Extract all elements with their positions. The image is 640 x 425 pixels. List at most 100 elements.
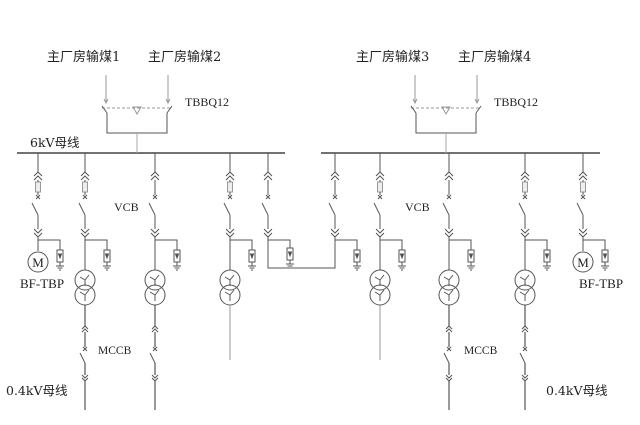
wye-icon xyxy=(224,289,235,301)
tbbq-transfer-2 xyxy=(410,75,482,153)
mccb-blade xyxy=(443,352,450,364)
switch-blade xyxy=(475,105,482,114)
wye-icon xyxy=(149,274,160,286)
wye-icon xyxy=(443,274,454,286)
arrester-arrow xyxy=(399,253,405,260)
tbbq-label-right: TBBQ12 xyxy=(494,95,539,109)
triangle-icon xyxy=(441,106,451,116)
contact-x-icon xyxy=(227,194,233,200)
withdrawable-contact-icon xyxy=(33,171,43,181)
feeder-1-2-transformer-mccb xyxy=(74,153,111,410)
feeder-1-4-transformer xyxy=(219,153,256,360)
fuse-icon xyxy=(227,181,233,193)
contact-x-icon xyxy=(446,194,452,200)
arrester-branch xyxy=(38,239,61,250)
contact-x-icon xyxy=(522,346,528,352)
withdrawable-contact-icon xyxy=(33,228,43,238)
wye-icon xyxy=(79,289,90,301)
feeder-1-5-tie xyxy=(261,153,273,240)
breaker-blade xyxy=(31,202,39,216)
withdrawable-contact-icon xyxy=(375,171,385,181)
arrester-arrow xyxy=(354,253,360,260)
wye-icon xyxy=(519,289,530,301)
withdrawable-contact-icon xyxy=(330,228,340,238)
arrester-arrow xyxy=(544,253,550,260)
feeder-2-5-motor: M xyxy=(572,153,609,273)
triangle-icon xyxy=(132,106,142,116)
withdrawable-contact-icon xyxy=(263,228,273,238)
withdrawable-contact-icon xyxy=(444,228,454,238)
lv-contact-icon xyxy=(81,325,89,333)
tbbq-label-left: TBBQ12 xyxy=(185,95,230,109)
breaker-blade xyxy=(148,202,156,216)
contact-x-icon xyxy=(82,194,88,200)
mccb-blade xyxy=(519,352,526,364)
arrester-arrow xyxy=(602,253,608,260)
feeder-1-1-motor: M xyxy=(27,153,64,273)
vcb-label-left: VCB xyxy=(114,200,139,214)
wye-icon xyxy=(224,274,235,286)
lv-contact-icon xyxy=(151,325,159,333)
withdrawable-contact-icon xyxy=(578,171,588,181)
withdrawable-contact-icon xyxy=(225,171,235,181)
contact-x-icon xyxy=(265,194,271,200)
switch-blade xyxy=(410,105,417,114)
mccb-blade xyxy=(149,352,156,364)
withdrawable-contact-icon xyxy=(150,228,160,238)
contact-x-icon xyxy=(522,194,528,200)
motor-label-right: BF-TBP xyxy=(579,276,624,291)
fuse-icon xyxy=(82,181,88,193)
arrester-branch xyxy=(525,239,548,250)
switch-blade xyxy=(101,105,108,114)
arrester-arrow xyxy=(287,251,293,258)
wye-icon xyxy=(519,274,530,286)
bus-04kv-label-left: 0.4kV母线 xyxy=(6,383,68,398)
lv-contact-icon xyxy=(151,374,159,382)
source-label-4: 主厂房输煤4 xyxy=(458,50,532,65)
breaker-blade xyxy=(261,202,269,216)
transformer-winding-icon xyxy=(74,269,96,291)
mccb-blade xyxy=(79,352,86,364)
fuse-icon xyxy=(580,181,586,193)
transformer-winding-icon xyxy=(369,269,391,291)
wye-icon xyxy=(149,289,160,301)
wye-icon xyxy=(79,274,90,286)
contact-x-icon xyxy=(152,194,158,200)
feeder-2-4-transformer-mccb xyxy=(514,153,551,410)
transfer-bracket xyxy=(106,113,168,134)
transformer-winding-icon xyxy=(144,269,166,291)
withdrawable-contact-icon xyxy=(263,171,273,181)
feeder-2-3-transformer-mccb xyxy=(438,153,475,410)
transformer-winding-icon xyxy=(514,269,536,291)
bus-tie-line xyxy=(267,240,336,269)
contact-x-icon xyxy=(377,194,383,200)
wye-icon xyxy=(374,274,385,286)
breaker-blade xyxy=(576,202,584,216)
fuse-icon xyxy=(522,181,528,193)
breaker-blade xyxy=(518,202,526,216)
lv-contact-icon xyxy=(521,374,529,382)
arrester-branch xyxy=(155,239,178,250)
motor-icon xyxy=(27,251,49,273)
wye-icon xyxy=(374,289,385,301)
source-label-2: 主厂房输煤2 xyxy=(148,50,222,65)
contact-x-icon xyxy=(580,194,586,200)
wye-icon xyxy=(443,289,454,301)
withdrawable-contact-icon xyxy=(520,228,530,238)
withdrawable-contact-icon xyxy=(80,171,90,181)
contact-x-icon xyxy=(152,346,158,352)
arrester-branch xyxy=(583,239,606,250)
arrow-down-icon xyxy=(103,98,109,105)
lv-contact-icon xyxy=(81,374,89,382)
fuse-icon xyxy=(35,181,41,193)
contact-x-icon xyxy=(82,346,88,352)
transformer-winding-icon xyxy=(219,269,241,291)
withdrawable-contact-icon xyxy=(225,228,235,238)
withdrawable-contact-icon xyxy=(330,171,340,181)
bus-tie xyxy=(267,239,361,271)
motor-label-left: BF-TBP xyxy=(20,276,65,291)
source-label-1: 主厂房输煤1 xyxy=(47,50,121,65)
bus-04kv-label-right: 0.4kV母线 xyxy=(546,383,608,398)
contact-x-icon xyxy=(35,194,41,200)
arrester-branch xyxy=(85,239,108,250)
